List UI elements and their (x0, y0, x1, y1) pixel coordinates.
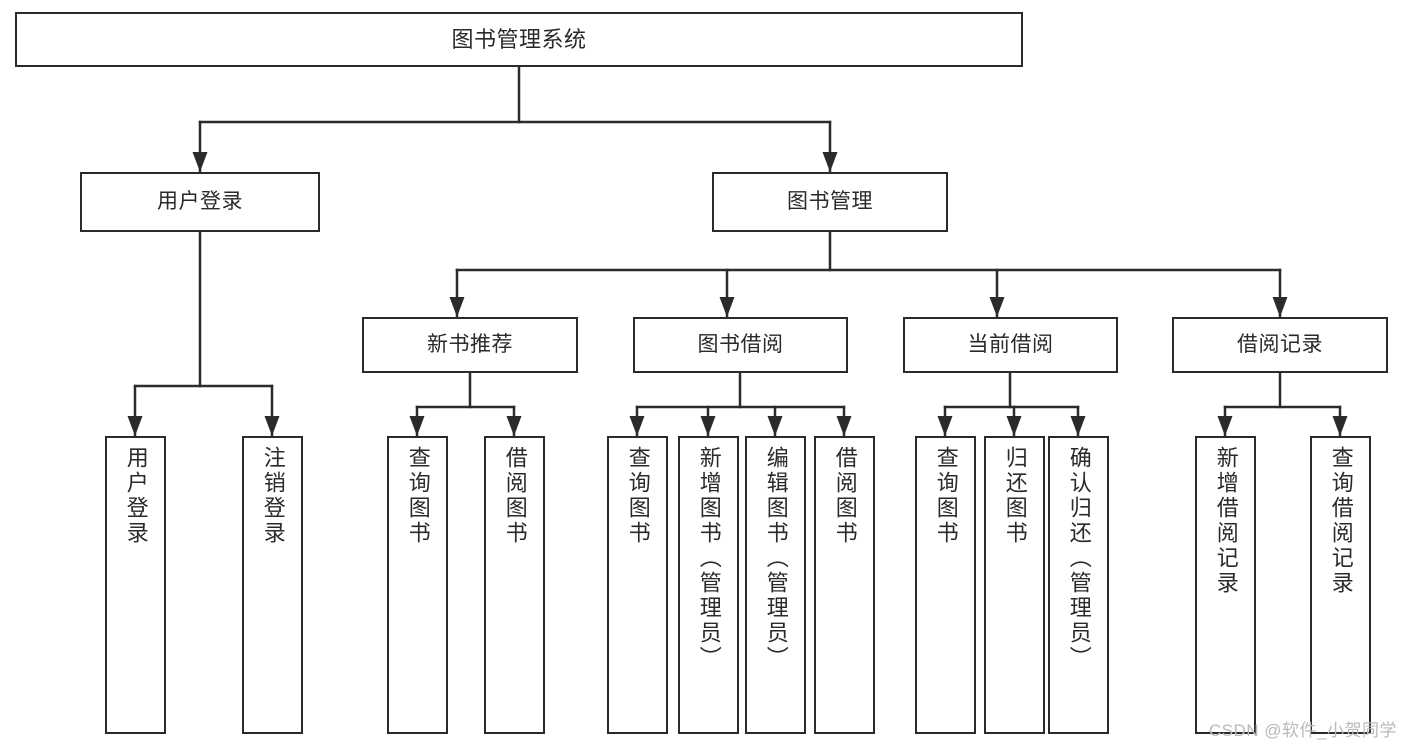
node-leaf-confirm-return[interactable]: 确认归还（管理员） (1048, 436, 1109, 734)
conn-user-login-arrow-1 (264, 416, 280, 436)
node-book-borrow[interactable]: 图书借阅 (633, 317, 848, 373)
node-book-manage[interactable]: 图书管理 (712, 172, 948, 232)
conn-book-manage-arrow-0 (449, 297, 465, 317)
conn-user-login-arrow-0 (127, 416, 143, 436)
node-label: 新增图书（管理员） (696, 446, 722, 671)
node-label: 查询图书 (405, 446, 431, 546)
conn-root-arrow-1 (822, 152, 838, 172)
node-label: 查询借阅记录 (1328, 446, 1354, 596)
node-leaf-query-book-borrow[interactable]: 查询图书 (607, 436, 668, 734)
node-label: 编辑图书（管理员） (763, 446, 789, 671)
node-label: 图书管理 (787, 189, 873, 213)
node-label: 查询图书 (625, 446, 651, 546)
node-root[interactable]: 图书管理系统 (15, 12, 1023, 67)
conn-book-borrow-arrow-2 (767, 416, 783, 436)
node-leaf-user-login[interactable]: 用户登录 (105, 436, 166, 734)
node-user-login[interactable]: 用户登录 (80, 172, 320, 232)
node-label: 查询图书 (933, 446, 959, 546)
conn-current-borrow-arrow-1 (1006, 416, 1022, 436)
node-label: 图书借阅 (697, 332, 784, 356)
node-leaf-borrow-book[interactable]: 借阅图书 (814, 436, 875, 734)
conn-borrow-record-arrow-0 (1217, 416, 1233, 436)
node-leaf-query-book-cur[interactable]: 查询图书 (915, 436, 976, 734)
node-leaf-borrow-book-rec[interactable]: 借阅图书 (484, 436, 545, 734)
conn-current-borrow-arrow-0 (937, 416, 953, 436)
conn-book-borrow-arrow-0 (629, 416, 645, 436)
node-new-book-rec[interactable]: 新书推荐 (362, 317, 578, 373)
conn-book-manage-arrow-2 (989, 297, 1005, 317)
node-label: 确认归还（管理员） (1066, 446, 1092, 671)
node-label: 用户登录 (157, 189, 243, 213)
node-label: 借阅记录 (1237, 332, 1323, 356)
node-leaf-edit-book[interactable]: 编辑图书（管理员） (745, 436, 806, 734)
node-leaf-logout[interactable]: 注销登录 (242, 436, 303, 734)
conn-new-book-rec-arrow-1 (506, 416, 522, 436)
node-label: 借阅图书 (502, 446, 528, 546)
node-label: 新增借阅记录 (1213, 446, 1239, 596)
node-borrow-record[interactable]: 借阅记录 (1172, 317, 1388, 373)
node-leaf-add-book[interactable]: 新增图书（管理员） (678, 436, 739, 734)
node-leaf-query-book-rec[interactable]: 查询图书 (387, 436, 448, 734)
conn-book-borrow-arrow-3 (836, 416, 852, 436)
node-label: 用户登录 (123, 446, 149, 546)
conn-book-manage-arrow-1 (719, 297, 735, 317)
node-leaf-return-book[interactable]: 归还图书 (984, 436, 1045, 734)
node-label: 新书推荐 (427, 332, 513, 356)
conn-current-borrow-arrow-2 (1070, 416, 1086, 436)
conn-new-book-rec-arrow-0 (409, 416, 425, 436)
node-leaf-query-record[interactable]: 查询借阅记录 (1310, 436, 1371, 734)
node-label: 注销登录 (260, 446, 286, 546)
conn-book-borrow-arrow-1 (700, 416, 716, 436)
conn-root-arrow-0 (192, 152, 208, 172)
node-label: 借阅图书 (832, 446, 858, 546)
watermark: CSDN @软件_小贺同学 (1208, 721, 1397, 740)
conn-book-manage-arrow-3 (1272, 297, 1288, 317)
node-label: 图书管理系统 (451, 26, 587, 52)
node-label: 当前借阅 (967, 332, 1054, 356)
node-current-borrow[interactable]: 当前借阅 (903, 317, 1118, 373)
node-label: 归还图书 (1002, 446, 1028, 546)
conn-borrow-record-arrow-1 (1332, 416, 1348, 436)
node-leaf-add-record[interactable]: 新增借阅记录 (1195, 436, 1256, 734)
